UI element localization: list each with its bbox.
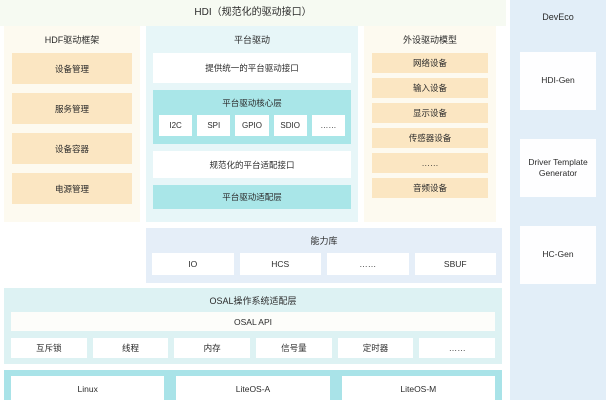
hdf-item-device-container[interactable]: 设备容器 bbox=[12, 133, 132, 164]
bus-i2c[interactable]: I2C bbox=[159, 115, 193, 136]
platform-unified-interface-box[interactable]: 提供统一的平台驱动接口 bbox=[153, 53, 351, 83]
osal-item-semaphore[interactable]: 信号量 bbox=[256, 338, 332, 358]
platform-driver-stack: 提供统一的平台驱动接口 平台驱动核心层 I2C SPI GPIO SDIO ……… bbox=[153, 53, 351, 209]
hdf-item-power-management[interactable]: 电源管理 bbox=[12, 173, 132, 204]
osal-title: OSAL操作系统适配层 bbox=[209, 296, 297, 306]
deveco-tool-driver-template-generator[interactable]: Driver Template Generator bbox=[520, 139, 596, 197]
hdf-item-device-management[interactable]: 设备管理 bbox=[12, 53, 132, 84]
peripheral-model-column: 外设驱动模型 网络设备 输入设备 显示设备 传感器设备 …… 音频设备 bbox=[364, 26, 496, 222]
hdf-framework-items: 设备管理 服务管理 设备容器 电源管理 bbox=[12, 53, 132, 204]
os-liteos-m[interactable]: LiteOS-M bbox=[341, 376, 495, 400]
capability-library-section: 能力库 IO HCS …… SBUF bbox=[146, 228, 502, 283]
deveco-title: DevEco bbox=[542, 12, 574, 22]
osal-item-more[interactable]: …… bbox=[419, 338, 496, 358]
capability-io[interactable]: IO bbox=[152, 253, 234, 275]
bus-gpio[interactable]: GPIO bbox=[235, 115, 269, 136]
capability-library-items: IO HCS …… SBUF bbox=[152, 253, 496, 275]
capability-sbuf[interactable]: SBUF bbox=[414, 253, 496, 275]
peripheral-item-input-device[interactable]: 输入设备 bbox=[372, 78, 488, 98]
bus-spi[interactable]: SPI bbox=[197, 115, 231, 136]
peripheral-item-audio-device[interactable]: 音频设备 bbox=[372, 178, 488, 198]
osal-item-timer[interactable]: 定时器 bbox=[337, 338, 414, 358]
peripheral-item-network-device[interactable]: 网络设备 bbox=[372, 53, 488, 73]
capability-more[interactable]: …… bbox=[327, 253, 409, 275]
osal-section: OSAL操作系统适配层 OSAL API 互斥锁 线程 内存 信号量 定时器 …… bbox=[4, 288, 502, 364]
main-architecture-area: HDF驱动框架 设备管理 服务管理 设备容器 电源管理 平台驱动 提供统一的平台… bbox=[0, 26, 506, 400]
platform-core-layer-title: 平台驱动核心层 bbox=[222, 98, 282, 108]
capability-library-title: 能力库 bbox=[310, 236, 338, 246]
platform-bus-list: I2C SPI GPIO SDIO …… bbox=[159, 115, 346, 136]
peripheral-item-display-device[interactable]: 显示设备 bbox=[372, 103, 488, 123]
os-liteos-a[interactable]: LiteOS-A bbox=[176, 376, 330, 400]
osal-item-mutex[interactable]: 互斥锁 bbox=[11, 338, 87, 358]
top-columns-row: HDF驱动框架 设备管理 服务管理 设备容器 电源管理 平台驱动 提供统一的平台… bbox=[0, 26, 506, 222]
platform-core-layer: 平台驱动核心层 I2C SPI GPIO SDIO …… bbox=[153, 90, 351, 144]
bus-sdio[interactable]: SDIO bbox=[273, 115, 307, 136]
hdf-framework-title: HDF驱动框架 bbox=[44, 35, 100, 45]
deveco-tool-hdi-gen[interactable]: HDI-Gen bbox=[520, 52, 596, 110]
platform-adapt-interface-box[interactable]: 规范化的平台适配接口 bbox=[153, 151, 351, 178]
platform-driver-title: 平台驱动 bbox=[233, 35, 270, 45]
platform-adapt-layer-box[interactable]: 平台驱动适配层 bbox=[153, 185, 351, 209]
hdi-interface-bar: HDI（规范化的驱动接口） bbox=[0, 0, 506, 26]
peripheral-item-sensor-device[interactable]: 传感器设备 bbox=[372, 128, 488, 148]
deveco-tool-hc-gen[interactable]: HC-Gen bbox=[520, 226, 596, 284]
deveco-column: DevEco HDI-Gen Driver Template Generator… bbox=[510, 0, 606, 400]
osal-item-thread[interactable]: 线程 bbox=[92, 338, 169, 358]
operating-system-row: Linux LiteOS-A LiteOS-M bbox=[4, 370, 502, 400]
hdi-label: HDI（规范化的驱动接口） bbox=[194, 6, 312, 18]
os-linux[interactable]: Linux bbox=[11, 376, 165, 400]
osal-items: 互斥锁 线程 内存 信号量 定时器 …… bbox=[11, 338, 496, 358]
osal-item-memory[interactable]: 内存 bbox=[174, 338, 251, 358]
peripheral-model-items: 网络设备 输入设备 显示设备 传感器设备 …… 音频设备 bbox=[372, 53, 488, 198]
platform-driver-column: 平台驱动 提供统一的平台驱动接口 平台驱动核心层 I2C SPI GPIO SD… bbox=[146, 26, 358, 222]
osal-api-box[interactable]: OSAL API bbox=[11, 312, 495, 331]
peripheral-model-title: 外设驱动模型 bbox=[402, 35, 457, 45]
bus-more[interactable]: …… bbox=[311, 115, 346, 136]
peripheral-item-more[interactable]: …… bbox=[372, 153, 488, 173]
capability-hcs[interactable]: HCS bbox=[239, 253, 321, 275]
hdf-item-service-management[interactable]: 服务管理 bbox=[12, 93, 132, 124]
hdf-framework-column: HDF驱动框架 设备管理 服务管理 设备容器 电源管理 bbox=[4, 26, 140, 222]
